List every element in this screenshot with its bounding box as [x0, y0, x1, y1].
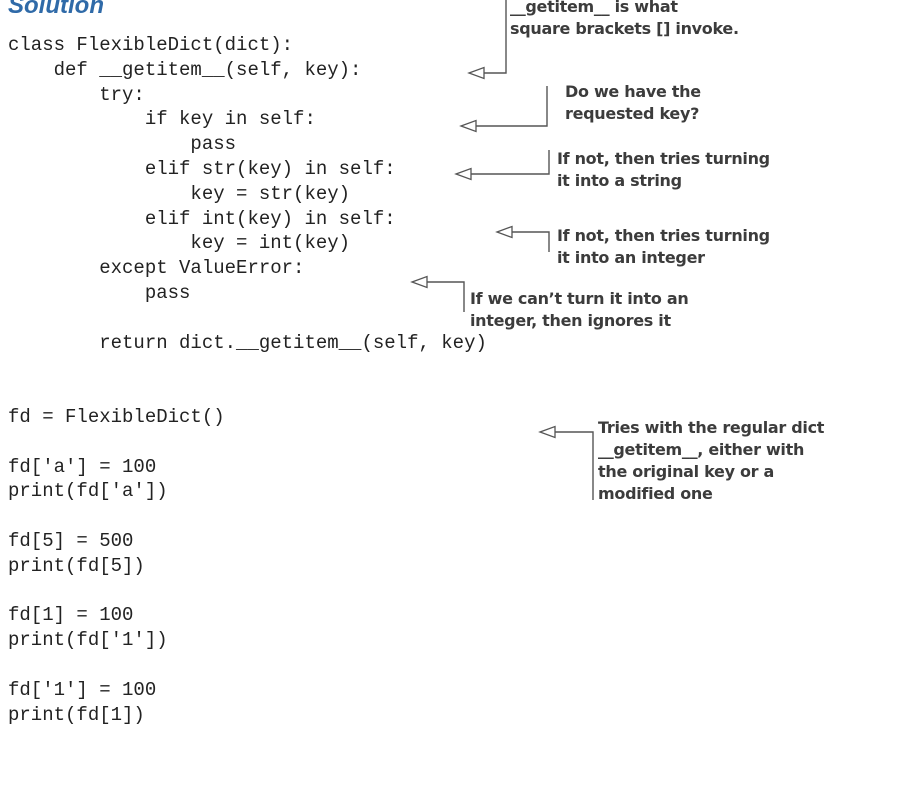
arrowhead-icon	[410, 275, 428, 289]
code-line: key = str(key)	[8, 182, 351, 205]
code-line: elif int(key) in self:	[8, 207, 396, 230]
code-line: fd[5] = 500	[8, 529, 134, 552]
code-line: print(fd['1'])	[8, 629, 168, 652]
code-line: fd['1'] = 100	[8, 678, 157, 701]
leader-line	[427, 281, 465, 312]
code-line: fd[1] = 100	[8, 604, 134, 627]
annotation-getitem: __getitem__ is what square brackets [] i…	[510, 0, 739, 38]
code-line: except ValueError:	[8, 257, 305, 280]
leader-line	[476, 86, 548, 127]
code-line: fd = FlexibleDict()	[8, 405, 225, 428]
code-line: print(fd[5])	[8, 554, 145, 577]
arrowhead-icon	[454, 167, 472, 181]
code-line: fd['a'] = 100	[8, 455, 157, 478]
arrowhead-icon	[495, 225, 513, 239]
code-line: pass	[8, 281, 191, 304]
leader-line	[471, 150, 550, 175]
code-line: return dict.__getitem__(self, key)	[8, 331, 487, 354]
leader-line	[484, 0, 507, 74]
arrowhead-icon	[459, 119, 477, 133]
code-listing: class FlexibleDict(dict): def __getitem_…	[8, 33, 487, 727]
code-line: if key in self:	[8, 108, 316, 131]
leader-line	[512, 231, 550, 252]
annotation-key-check: Do we have the requested key?	[565, 82, 701, 123]
code-line: try:	[8, 83, 145, 106]
code-line: pass	[8, 133, 237, 156]
code-line: elif str(key) in self:	[8, 157, 396, 180]
annotation-regular-dict: Tries with the regular dict __getitem__,…	[598, 418, 825, 503]
code-line: print(fd['a'])	[8, 480, 168, 503]
code-line: print(fd[1])	[8, 703, 145, 726]
code-line: key = int(key)	[8, 232, 351, 255]
arrowhead-icon	[467, 66, 485, 80]
arrowhead-icon	[538, 425, 556, 439]
code-line: def __getitem__(self, key):	[8, 58, 362, 81]
code-line: class FlexibleDict(dict):	[8, 34, 294, 56]
section-heading: Solution	[8, 0, 104, 19]
leader-line	[555, 431, 594, 500]
annotation-integer: If not, then tries turning it into an in…	[557, 226, 770, 267]
annotation-value-error: If we can’t turn it into an integer, the…	[470, 289, 689, 330]
annotation-string: If not, then tries turning it into a str…	[557, 149, 770, 190]
